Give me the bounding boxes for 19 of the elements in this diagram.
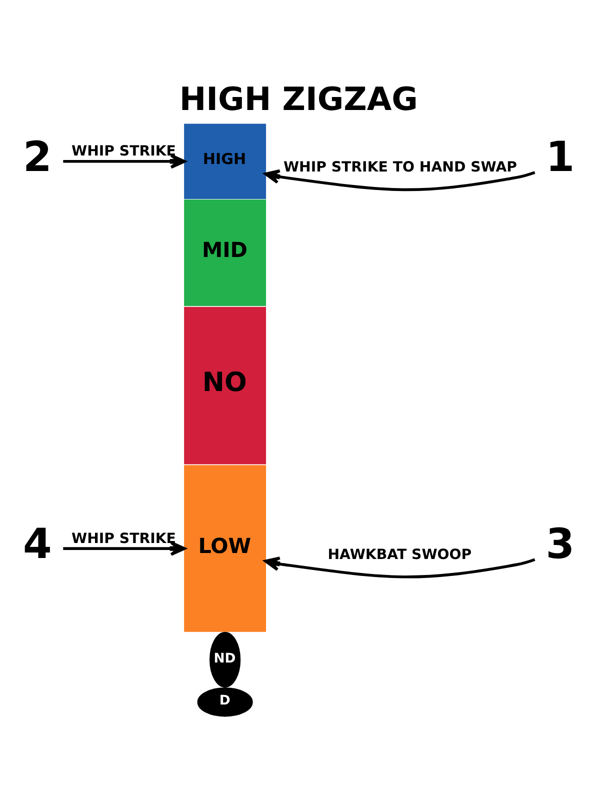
node-box: LOW (184, 464, 266, 632)
edge-label: WHIP STRIKE (71, 143, 176, 160)
node-box: MID (184, 199, 266, 306)
edge-label: HAWKBAT SWOOP (328, 546, 472, 562)
edge-label: WHIP STRIKE (71, 530, 176, 546)
node-box: HIGH (184, 123, 266, 199)
node-text: 3 (546, 520, 575, 568)
node-text: 2 (22, 132, 52, 180)
arrow (63, 154, 186, 168)
arrow (264, 556, 536, 578)
node-text: 1 (546, 132, 575, 180)
node-box: NO (184, 306, 266, 464)
node-text: 4 (22, 520, 52, 568)
node-ellipse: D (197, 687, 253, 716)
arrow (63, 540, 186, 556)
diagram-title: HIGH ZIGZAG (179, 80, 418, 118)
arrow (264, 168, 536, 191)
edge-label: WHIP STRIKE TO HAND SWAP (283, 159, 518, 176)
node-ellipse: ND (210, 631, 241, 687)
